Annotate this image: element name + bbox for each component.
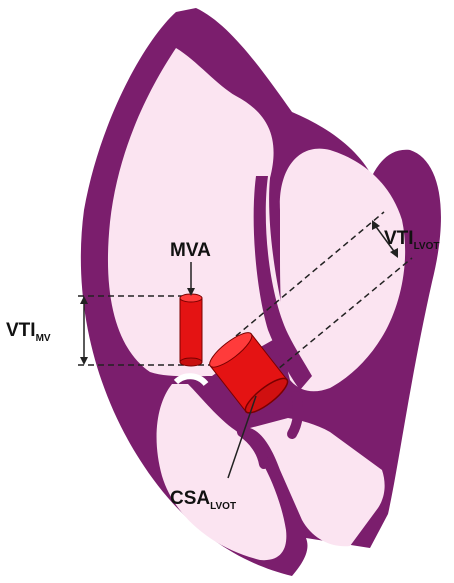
vti-mv-label: VTIMV <box>6 320 51 344</box>
vti-mv-arrow-head-bottom <box>80 357 88 365</box>
mva-label: MVA <box>170 240 211 261</box>
mva-cylinder <box>180 294 202 366</box>
